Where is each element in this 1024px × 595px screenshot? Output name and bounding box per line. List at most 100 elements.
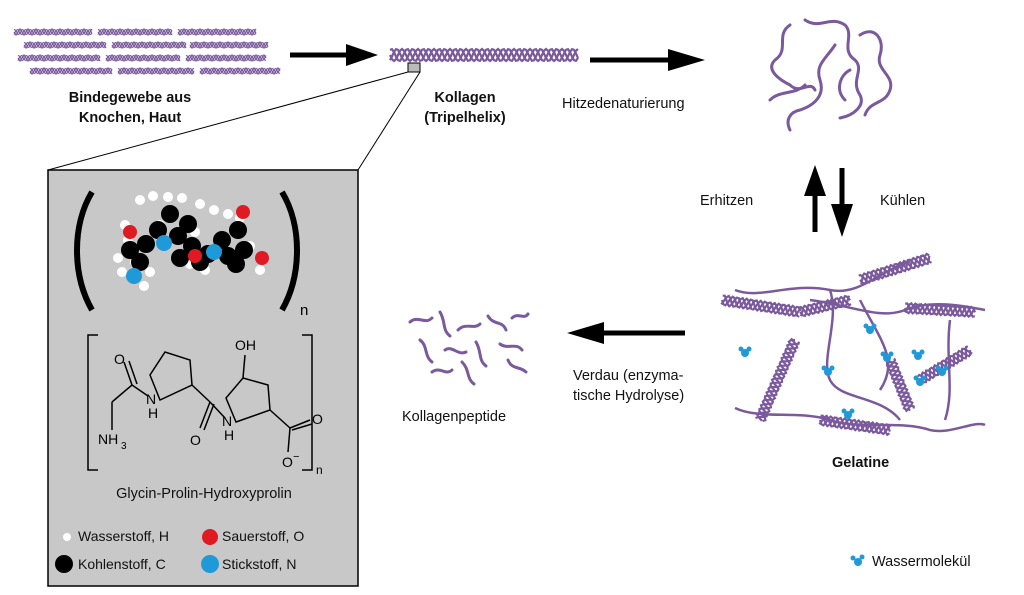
label-hitzedenaturierung: Hitzedenaturierung <box>562 96 685 112</box>
close-paren <box>279 190 300 312</box>
gel-coil-4 <box>809 298 986 315</box>
tissue-helix-11-strand-3 <box>117 67 195 75</box>
gel-helix-4-strand-2 <box>903 301 976 318</box>
arrow-collagen-to-denatured <box>590 49 705 71</box>
tissue-helix-3-strand-2 <box>177 28 257 36</box>
atom-40 <box>179 215 197 233</box>
legend-dot-o <box>202 529 218 545</box>
gel-helix-5-strand-3 <box>758 341 801 423</box>
gel-helix-6-strand-3 <box>886 357 913 411</box>
gel-coil-1 <box>734 260 911 295</box>
tissue-helix-6-strand-3 <box>189 41 269 49</box>
atom-46 <box>206 244 222 260</box>
arrow-gelatine-to-peptides <box>567 322 685 344</box>
formula-h-2: H <box>224 427 234 443</box>
gel-helix-2-strand-3 <box>798 295 852 317</box>
subscript-n-model: n <box>300 302 308 319</box>
label-bindegewebe: Bindegewebe aus Knochen, Haut <box>50 88 210 128</box>
atom-42 <box>123 225 137 239</box>
gel-coil-2 <box>825 289 901 421</box>
atom-29 <box>131 253 149 271</box>
legend-hydrogen: Wasserstoff, H <box>78 528 170 544</box>
structural-formula <box>87 334 313 471</box>
collagen-strand-3 <box>389 47 579 63</box>
atom-27 <box>169 227 187 245</box>
water-molecule-2 <box>863 323 877 334</box>
open-paren <box>74 190 95 312</box>
water-molecule-3 <box>880 351 894 362</box>
atom-44 <box>188 249 202 263</box>
water-molecule-5 <box>821 365 835 376</box>
atom-6 <box>209 205 219 215</box>
atom-26 <box>149 221 167 239</box>
space-filling-model <box>113 191 269 291</box>
formula-n-2: N <box>222 413 232 429</box>
tissue-helix-10-strand-3 <box>29 67 113 75</box>
atom-14 <box>255 265 265 275</box>
arrow-kuehlen-down <box>831 168 853 237</box>
legend-carbon: Kohlenstoff, C <box>78 556 166 572</box>
gel-helix-1-strand-2 <box>720 294 802 317</box>
atom-4 <box>177 193 187 203</box>
tissue-helix-9-strand-2 <box>185 54 267 62</box>
legend-dot-n <box>201 555 219 573</box>
formula-h-1: H <box>148 405 158 421</box>
collagen-triple-helix <box>389 47 580 63</box>
formula-o-minus: O <box>282 454 293 470</box>
atom-11 <box>117 267 127 277</box>
label-kollagen: Kollagen (Tripelhelix) <box>410 88 520 128</box>
formula-nh3: NH <box>98 431 118 447</box>
formula-oh: OH <box>235 337 256 353</box>
formula-o-3: O <box>312 411 323 427</box>
tissue-helix-1-strand-2 <box>13 28 93 36</box>
label-compound-name: Glycin-Prolin-Hydroxyprolin <box>116 486 292 502</box>
formula-nh3-sub: 3 <box>121 441 127 452</box>
label-gelatine: Gelatine <box>832 455 890 471</box>
atom-37 <box>227 255 245 273</box>
collagen-strand-2 <box>389 47 580 63</box>
atom-36 <box>235 241 253 259</box>
atom-1 <box>135 195 145 205</box>
gel-helix-6-strand-2 <box>885 360 914 413</box>
tissue-helix-5-strand-3 <box>111 41 187 49</box>
atom-3 <box>163 192 173 202</box>
formula-n-1: N <box>146 391 156 407</box>
tissue-helix-9-strand-3 <box>185 54 267 62</box>
atom-10 <box>113 253 123 263</box>
water-molecule-8 <box>841 408 855 419</box>
collagen-peptide-fragments <box>408 310 530 386</box>
atom-25 <box>161 205 179 223</box>
tissue-helix-12-strand-3 <box>199 67 281 75</box>
connective-tissue-helices <box>13 27 281 76</box>
tissue-helix-6-strand-2 <box>189 41 269 49</box>
tissue-helix-8-strand-3 <box>105 54 181 62</box>
label-verdau-line1: Verdau (enzyma- <box>573 368 684 384</box>
collagen-strand-1 <box>389 47 579 63</box>
tissue-helix-1-strand-3 <box>13 28 93 36</box>
gel-helix-3-strand-3 <box>858 252 930 284</box>
atom-41 <box>236 205 250 219</box>
label-kollagen-line2: (Tripelhelix) <box>424 110 506 126</box>
formula-minus: − <box>293 451 299 463</box>
label-verdau-line2: tische Hydrolyse) <box>573 388 685 404</box>
molecule-inset <box>47 169 359 587</box>
arrow-tissue-to-collagen <box>290 44 378 66</box>
inset-connector <box>47 71 421 171</box>
legend-nitrogen: Stickstoff, N <box>222 556 297 572</box>
label-erhitzen: Erhitzen <box>700 193 754 209</box>
legend-dot-h <box>63 533 71 541</box>
formula-o-2: O <box>190 432 201 448</box>
label-wassermolekuel: Wassermolekül <box>872 554 971 570</box>
tissue-helix-4-strand-3 <box>23 41 107 49</box>
formula-labels: O N H O N H OH NH 3 O − O n <box>98 337 323 477</box>
tissue-helix-9-strand-1 <box>185 53 267 63</box>
gel-coil-5 <box>858 299 890 391</box>
atom-45 <box>156 235 172 251</box>
atom-31 <box>171 249 189 267</box>
atom-43 <box>255 251 269 265</box>
arrow-erhitzen-up <box>804 165 826 232</box>
tissue-helix-12-strand-1 <box>199 66 281 76</box>
atom-38 <box>121 241 139 259</box>
label-kuehlen: Kühlen <box>880 193 926 209</box>
